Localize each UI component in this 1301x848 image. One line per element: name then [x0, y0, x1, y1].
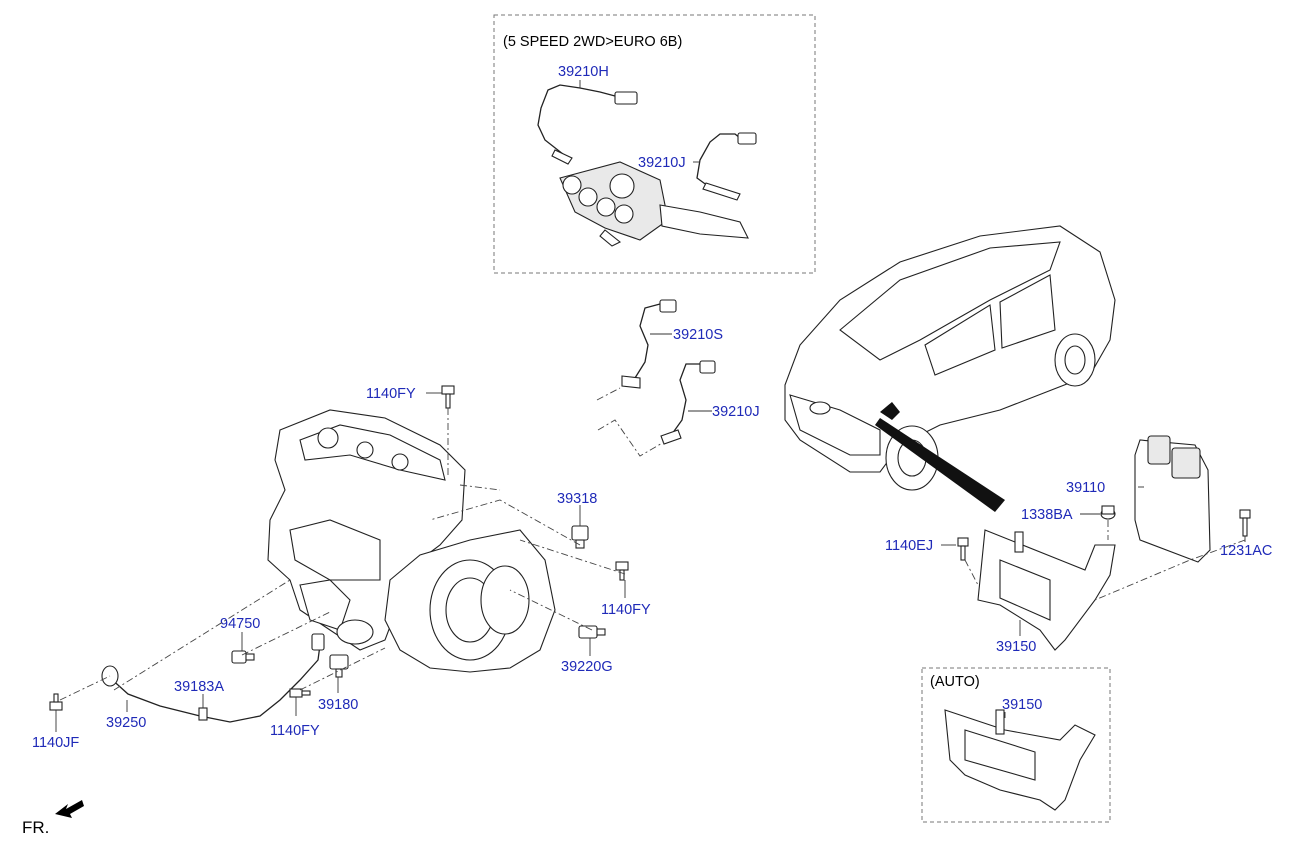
bolt-1140EJ — [957, 537, 969, 561]
oxygen-sensor-upstream — [537, 84, 638, 165]
part-label-1140FY-right[interactable]: 1140FY — [601, 602, 651, 618]
part-label-1140FY-bottom[interactable]: 1140FY — [270, 723, 320, 739]
part-label-39210J[interactable]: 39210J — [712, 404, 760, 420]
part-label-39150-auto[interactable]: 39150 — [1002, 697, 1042, 713]
part-label-1140FY-top[interactable]: 1140FY — [366, 386, 416, 402]
part-label-1338BA[interactable]: 1338BA — [1021, 507, 1073, 523]
engine-block — [267, 409, 466, 651]
ecu-dashlines — [964, 520, 1246, 601]
bolt-1140FY-right — [615, 561, 629, 581]
front-direction-arrow-icon — [55, 800, 84, 818]
part-label-1140EJ[interactable]: 1140EJ — [885, 538, 933, 554]
part-label-39220G[interactable]: 39220G — [561, 659, 613, 675]
oxygen-sensor-downstream-box — [696, 132, 757, 201]
part-label-39250[interactable]: 39250 — [106, 715, 146, 731]
location-pointer-arrow — [875, 418, 1005, 512]
bolt-1140FY-top — [441, 385, 455, 409]
transmission-housing — [384, 529, 556, 673]
part-label-39210H[interactable]: 39210H — [558, 64, 609, 80]
euro6b-caption: (5 SPEED 2WD>EURO 6B) — [503, 34, 682, 50]
speed-sensor-39220G — [578, 625, 606, 639]
sensor-routing-dashline — [596, 387, 665, 457]
engine-control-module — [1134, 435, 1211, 563]
bolt-1140FY-bottom — [289, 688, 311, 698]
ecu-bracket-auto — [944, 709, 1096, 811]
catalytic-converter — [559, 161, 749, 247]
part-label-94750[interactable]: 94750 — [220, 616, 260, 632]
part-label-39183A[interactable]: 39183A — [174, 679, 224, 695]
bolt-1140JF — [49, 693, 63, 711]
crank-position-sensor-39180 — [329, 654, 349, 678]
part-label-39210J-box[interactable]: 39210J — [638, 155, 686, 171]
front-direction-label: FR. — [22, 818, 49, 837]
oxygen-sensor-39210J — [660, 360, 716, 445]
ecu-bracket — [977, 529, 1116, 651]
oxygen-sensor-39210S — [621, 299, 677, 389]
part-label-39110[interactable]: 39110 — [1066, 480, 1105, 496]
nut-1338BA — [1100, 505, 1116, 520]
knock-sensor-harness — [101, 633, 325, 723]
auto-caption: (AUTO) — [930, 674, 980, 690]
part-label-39150[interactable]: 39150 — [996, 639, 1036, 655]
oil-pressure-switch-94750 — [231, 650, 255, 664]
vehicle-illustration — [784, 225, 1116, 491]
part-label-39180[interactable]: 39180 — [318, 697, 358, 713]
euro6b-option-box — [493, 14, 816, 274]
auto-option-box — [921, 667, 1111, 823]
part-label-1231AC[interactable]: 1231AC — [1220, 543, 1272, 559]
engine-dashlines — [59, 484, 626, 701]
part-label-1140JF[interactable]: 1140JF — [32, 735, 79, 751]
bolt-1231AC — [1239, 509, 1251, 537]
part-label-39210S[interactable]: 39210S — [673, 327, 723, 343]
part-label-39318[interactable]: 39318 — [557, 491, 597, 507]
